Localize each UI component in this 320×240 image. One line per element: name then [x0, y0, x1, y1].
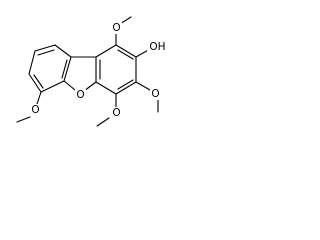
svg-text:O: O: [112, 22, 120, 34]
bond-ring-c4-c4a: [95, 81, 117, 95]
oxygen-label-left: O: [30, 104, 41, 116]
bond-ring-c3-c4: [115, 81, 137, 95]
bond-left-c7-c6: [28, 73, 42, 93]
bond-left-c9-c8-inner: [37, 49, 55, 56]
oxygen-label-bottom: O: [111, 107, 122, 119]
bond-furan-c9a-c5a: [63, 56, 72, 82]
bond-ring-c1-c2-inner: [117, 49, 134, 60]
bond-left-c6-c5a: [40, 80, 65, 93]
bond-left-c8-c7: [28, 50, 36, 75]
svg-text:O: O: [151, 88, 159, 100]
svg-text:O: O: [76, 89, 84, 101]
bond-left-c9a-c9: [54, 44, 72, 58]
svg-text:OH: OH: [149, 41, 165, 53]
bond-ring-c9b-c1: [95, 44, 117, 58]
bond-ring-c1-c2: [115, 44, 137, 58]
oxygen-label-top: O: [111, 22, 122, 34]
bond-ome-bottom-methyl: [96, 117, 110, 127]
bond-left-c9-c8: [34, 44, 56, 52]
bond-ome-left-methyl: [16, 116, 31, 123]
svg-text:O: O: [31, 104, 39, 116]
hydroxyl-label: OH: [147, 41, 168, 53]
bond-c3-ome-right: [135, 81, 151, 91]
svg-text:O: O: [112, 107, 120, 119]
bond-left-c9a-c5a-inner: [61, 59, 68, 79]
oxygen-label-right: O: [150, 88, 161, 100]
bond-left-c7-c6-inner: [33, 74, 44, 89]
oxygen-label-ring: O: [75, 89, 86, 101]
bond-c6-ome-left: [36, 91, 42, 105]
chemical-structure-diagram: O OH O O O O: [16, 16, 168, 127]
bond-ring-c3-c4-inner: [117, 79, 134, 90]
